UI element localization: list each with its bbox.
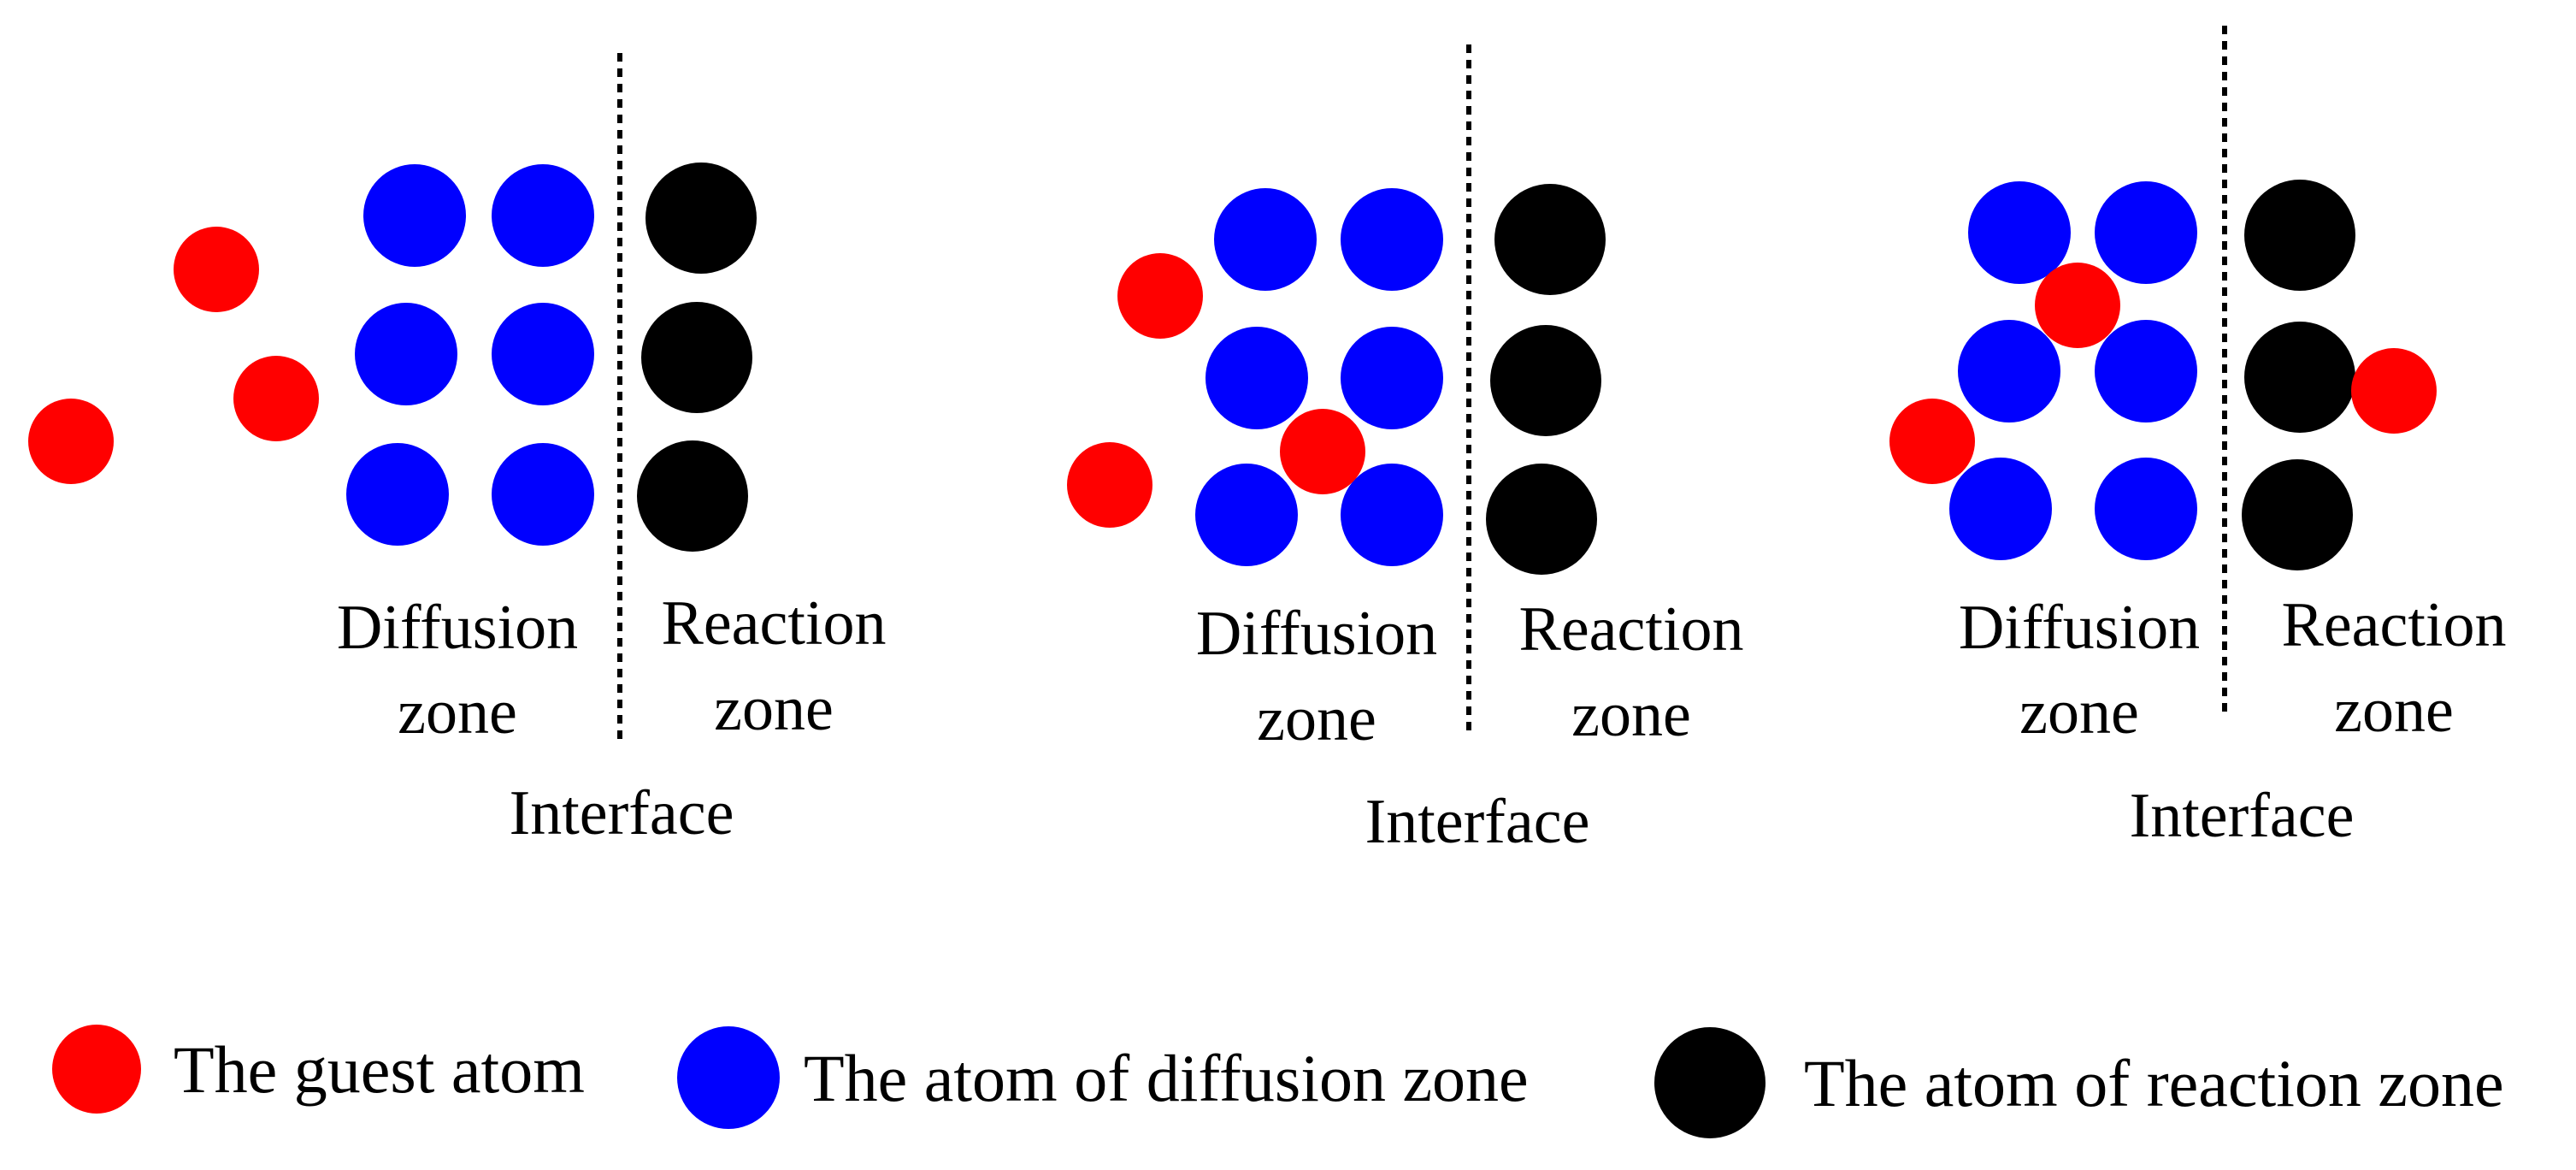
diffusion-atom — [1341, 464, 1443, 566]
guest-atom — [28, 399, 114, 484]
diffusion-atom — [1341, 188, 1443, 291]
diffusion-atom — [1968, 181, 2071, 284]
reaction-atom — [2244, 322, 2355, 433]
guest-atom — [1067, 442, 1152, 528]
reaction-zone-label-line1: Reaction — [1518, 594, 1743, 665]
reaction-atom — [1486, 464, 1597, 575]
legend-guest-atom-swatch — [52, 1025, 141, 1114]
guest-atom — [233, 356, 319, 441]
diffusion-atom — [492, 303, 594, 405]
guest-atom — [1117, 253, 1203, 339]
diffusion-zone-label-line2: zone — [398, 677, 517, 748]
guest-atom — [1889, 399, 1975, 484]
diffusion-atom — [492, 164, 594, 267]
diffusion-atom — [355, 303, 457, 405]
reaction-atom — [637, 440, 748, 552]
guest-atom — [1280, 409, 1365, 494]
legend-reaction-atom-swatch — [1654, 1027, 1765, 1138]
legend-guest-atom-label: The guest atom — [174, 1032, 585, 1107]
legend: The guest atom The atom of diffusion zon… — [52, 1025, 2504, 1138]
interface-label: Interface — [2130, 781, 2355, 851]
diffusion-atom — [1205, 327, 1308, 429]
legend-reaction-atom-label: The atom of reaction zone — [1804, 1046, 2504, 1120]
diffusion-atom — [2095, 458, 2197, 560]
legend-diffusion-atom-label: The atom of diffusion zone — [804, 1041, 1529, 1115]
reaction-zone-label-line2: zone — [2334, 676, 2454, 746]
diffusion-zone-label-line1: Diffusion — [1196, 599, 1437, 669]
guest-atom — [2035, 263, 2120, 348]
reaction-atom — [1490, 325, 1601, 436]
reaction-atom — [1494, 184, 1606, 295]
diffusion-atom — [363, 164, 466, 267]
diffusion-zone-label-line2: zone — [1257, 684, 1376, 754]
diffusion-atom — [1195, 464, 1298, 566]
diffusion-zone-label-line2: zone — [2019, 677, 2139, 748]
reaction-atom — [641, 302, 752, 413]
panel-1: Diffusion zone Reaction zone Interface — [28, 53, 887, 848]
diffusion-atom — [2095, 181, 2197, 284]
reaction-atom — [645, 162, 757, 274]
reaction-atom — [2244, 180, 2355, 291]
diffusion-atom — [492, 443, 594, 546]
diffusion-atom — [346, 443, 449, 546]
guest-atom — [2351, 348, 2437, 434]
legend-diffusion-atom-swatch — [677, 1026, 780, 1129]
reaction-zone-label-line1: Reaction — [661, 588, 886, 659]
panel-2: Diffusion zone Reaction zone Interface — [1067, 44, 1744, 857]
reaction-zone-label-line2: zone — [1571, 680, 1691, 750]
panel-3: Diffusion zone Reaction zone Interface — [1889, 26, 2507, 851]
diffusion-zone-label-line1: Diffusion — [1959, 593, 2200, 663]
diffusion-atom — [2095, 320, 2197, 422]
reaction-atom — [2242, 459, 2353, 570]
interface-label: Interface — [510, 778, 734, 848]
diffusion-atom — [1949, 458, 2052, 560]
diffusion-zone-label-line1: Diffusion — [337, 593, 578, 663]
diffusion-atom — [1214, 188, 1317, 291]
diffusion-atom — [1958, 320, 2060, 422]
guest-atom — [174, 227, 259, 312]
reaction-zone-label-line2: zone — [714, 674, 834, 744]
reaction-zone-label-line1: Reaction — [2281, 590, 2506, 660]
interface-label: Interface — [1365, 787, 1590, 857]
diffusion-atom — [1341, 327, 1443, 429]
